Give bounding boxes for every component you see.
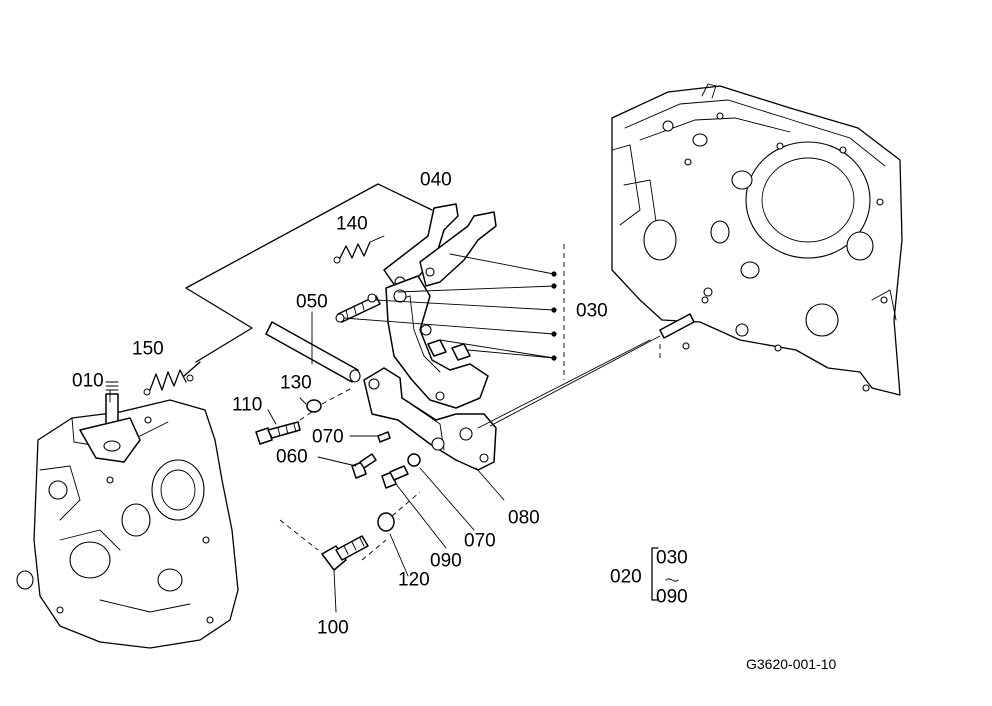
- group-outline-line: [185, 183, 433, 363]
- assembly-dash-line: [391, 491, 421, 517]
- assembly-dash-line: [299, 411, 313, 421]
- callout-060: 060: [276, 446, 308, 468]
- callout-080: 080: [508, 507, 540, 529]
- part-030-fork-lever: [385, 275, 489, 409]
- legend-range-to: 090: [656, 586, 688, 608]
- part-010-shaft: [79, 381, 141, 463]
- callout-150: 150: [132, 338, 164, 360]
- part-070-washer: [407, 453, 421, 467]
- legend-range-from: 030: [656, 547, 688, 569]
- part-110-bolt: [255, 421, 301, 445]
- assembly-dash-line: [321, 387, 353, 405]
- callout-100: 100: [317, 617, 349, 639]
- callout-140: 140: [336, 213, 368, 235]
- part-150-spring: [143, 369, 194, 396]
- legend-assembly-number: 020: [610, 566, 642, 588]
- part-040-levers: [383, 203, 497, 291]
- part-100-bolt: [321, 535, 369, 571]
- part-090-bolt: [381, 465, 409, 489]
- callout-120: 120: [398, 569, 430, 591]
- part-080-bracket: [363, 313, 695, 471]
- callout-050: 050: [296, 291, 328, 313]
- pump-housing: [16, 399, 239, 649]
- callout-leaders: [109, 253, 557, 613]
- callout-070-upper: 070: [312, 426, 344, 448]
- part-120-washer: [377, 512, 395, 532]
- callout-130: 130: [280, 372, 312, 394]
- callout-070-lower: 070: [464, 530, 496, 552]
- callout-110: 110: [232, 394, 263, 416]
- engine-front-cover: [611, 83, 903, 396]
- drawing-code: G3620-001-10: [746, 656, 837, 672]
- callout-090: 090: [430, 550, 462, 572]
- callout-040: 040: [420, 169, 452, 191]
- legend-bracket: [651, 547, 679, 601]
- part-070-pin: [377, 431, 391, 443]
- spring-150-link-line: [183, 361, 201, 377]
- part-130-washer: [306, 399, 322, 413]
- assembly-dash-line: [279, 519, 319, 551]
- callout-010: 010: [72, 370, 104, 392]
- callout-030: 030: [576, 300, 608, 322]
- part-140-spring: [333, 235, 385, 264]
